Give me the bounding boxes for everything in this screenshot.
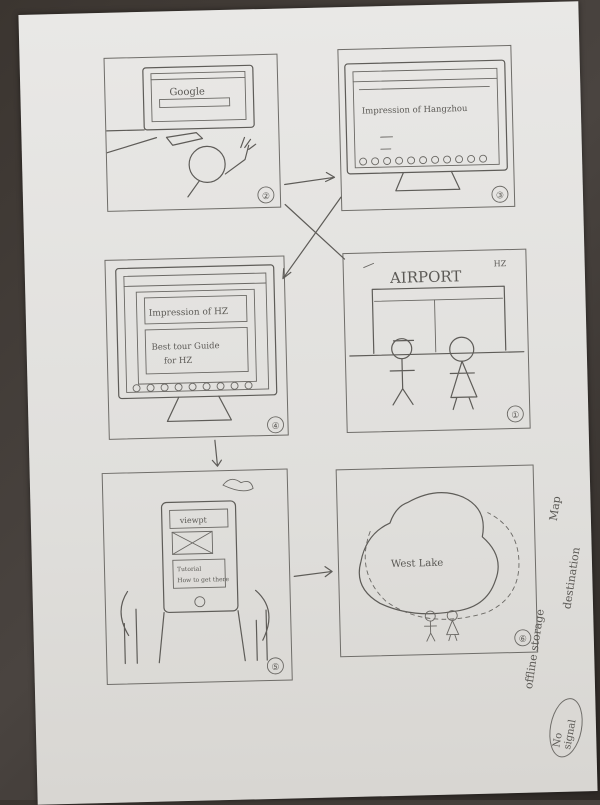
panel-3-number: ③ — [496, 191, 504, 201]
panel-4-sketch: Impression of HZ Best tour Guide for HZ … — [115, 264, 284, 434]
phone-tutorial-line2: How to get there — [177, 576, 229, 584]
phone-tutorial-line1: Tutorial — [177, 566, 201, 574]
airport-sign: AIRPORT — [389, 267, 462, 287]
west-lake-label: West Lake — [391, 558, 444, 570]
guide-subtitle-1: Best tour Guide — [151, 341, 219, 353]
panel-1-number: ① — [511, 411, 519, 421]
panel-2: Google ② — [103, 53, 282, 212]
panel-3: Impression of Hangzhou ③ — [337, 44, 516, 212]
google-screen-text: Google — [169, 86, 205, 98]
panel-2-sketch: Google ② — [105, 64, 275, 204]
airport-corner-label: HZ — [494, 259, 507, 268]
panel-6-number: ⑥ — [519, 635, 527, 645]
guide-title: Impression of HZ — [149, 307, 229, 319]
panel-5-number: ⑤ — [271, 663, 279, 673]
panel-1: AIRPORT HZ ① — [342, 248, 531, 434]
panel-4: Impression of HZ Best tour Guide for HZ … — [104, 255, 289, 440]
panel-4-number: ④ — [271, 422, 279, 432]
panel-6: West Lake ⑥ — [335, 464, 539, 658]
panel-2-number: ② — [262, 192, 270, 202]
panel-5: viewpt Tutorial How to get there ⑤ — [101, 468, 293, 685]
panel-1-sketch: AIRPORT HZ ① — [349, 259, 525, 423]
sketch-paper: Google ② Impression of Hangzhou ③ — [18, 1, 598, 805]
panel-5-sketch: viewpt Tutorial How to get there ⑤ — [120, 478, 284, 675]
hangzhou-screen-text: Impression of Hangzhou — [362, 104, 468, 117]
phone-viewpoint-label: viewpt — [179, 515, 208, 525]
sketch-arrows — [211, 171, 346, 578]
panel-3-sketch: Impression of Hangzhou ③ — [344, 59, 509, 203]
panel-6-sketch: West Lake ⑥ — [358, 492, 532, 647]
guide-subtitle-2: for HZ — [164, 356, 193, 367]
